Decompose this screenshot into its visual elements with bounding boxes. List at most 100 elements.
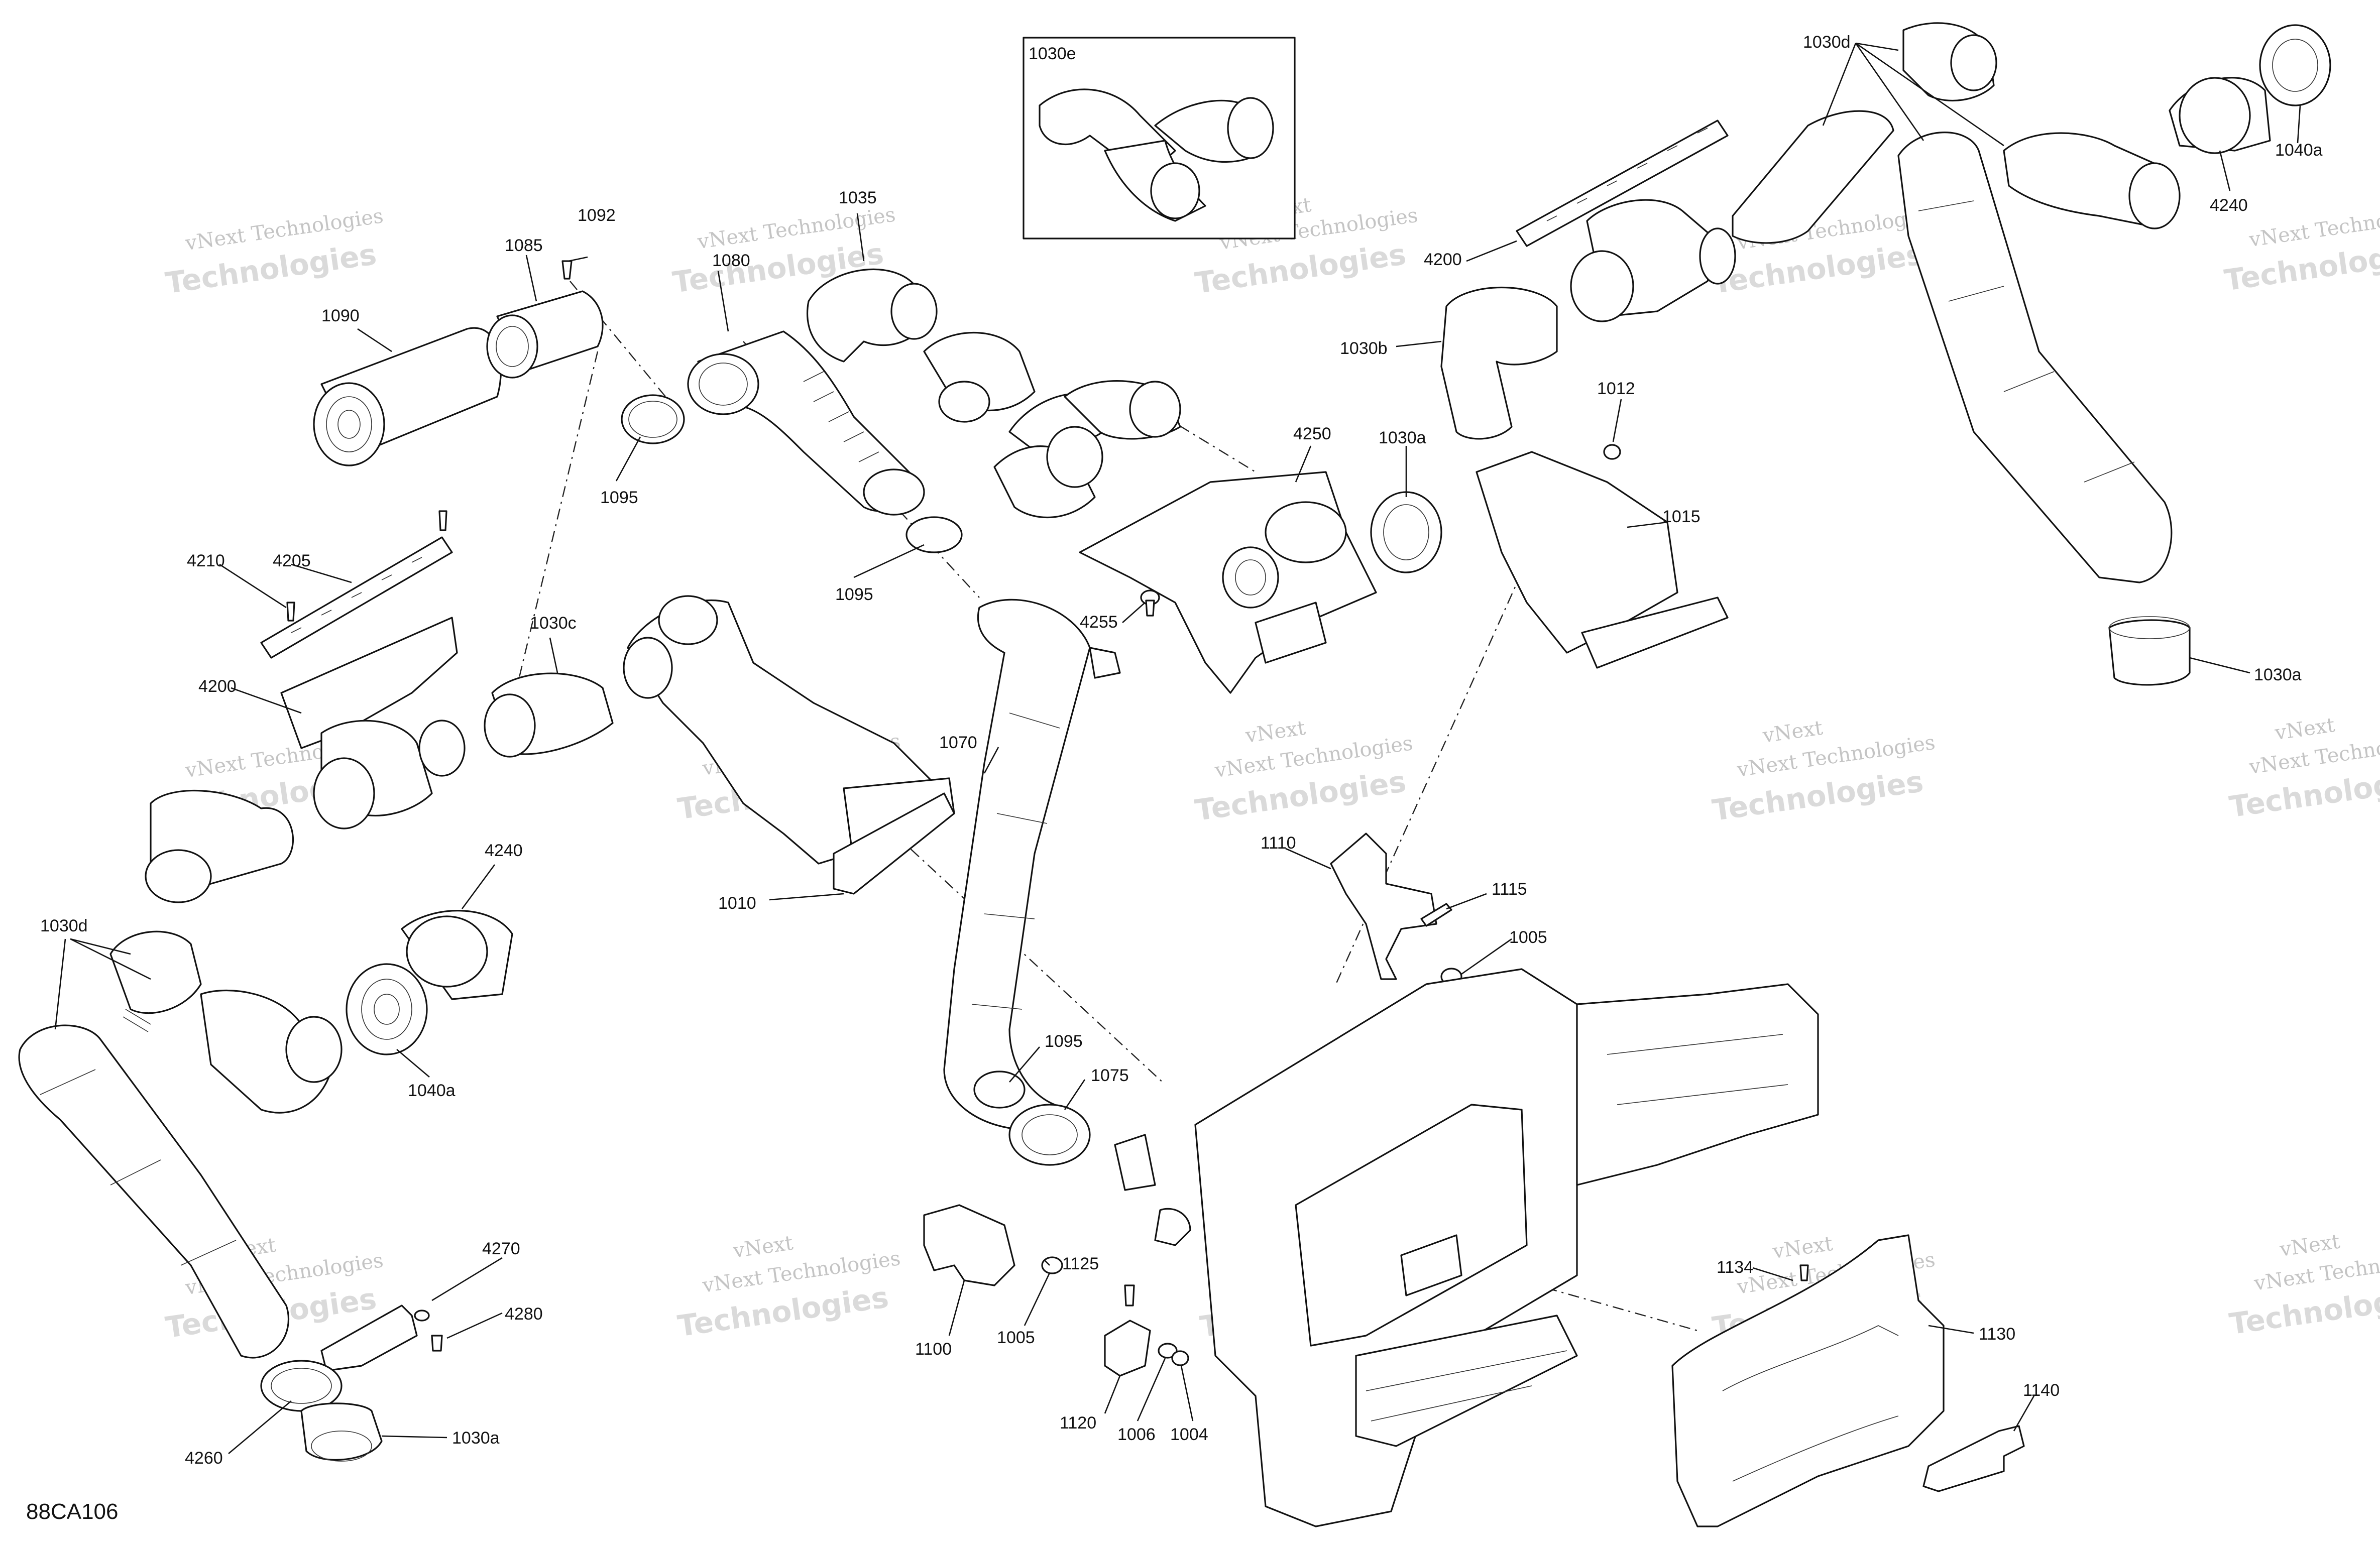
callout-1030c: 1030c [530, 614, 577, 633]
bracket-1120 [1104, 1284, 1151, 1377]
callout-1085: 1085 [505, 236, 543, 255]
nut-1012 [1603, 444, 1621, 460]
bracket-4205 [260, 536, 453, 659]
cap-1030a-right [2108, 616, 2191, 686]
nut-1125 [1041, 1256, 1063, 1274]
elbow-1030d-left [145, 789, 294, 903]
callout-1030b: 1030b [1340, 339, 1388, 358]
callout-4240: 4240 [485, 841, 523, 860]
callout-1075: 1075 [1091, 1066, 1129, 1085]
connector [1114, 1134, 1191, 1246]
callout-1015: 1015 [1662, 507, 1701, 526]
callout-1090: 1090 [321, 306, 360, 325]
cover-1130 [1671, 1234, 1945, 1527]
callout-1120: 1120 [1060, 1413, 1096, 1433]
washer-1006 [1158, 1343, 1178, 1359]
screw-1134 [1799, 1264, 1809, 1281]
callout-1095: 1095 [835, 585, 873, 604]
cap-1040a-right [2259, 24, 2331, 106]
callout-1140: 1140 [2023, 1381, 2060, 1400]
callout-1005: 1005 [997, 1328, 1035, 1347]
cap-4240-left [401, 910, 513, 1000]
leader-lines [54, 42, 2301, 1454]
callout-1115: 1115 [1492, 880, 1527, 899]
duct-1070 [943, 599, 1121, 1131]
watermark: Technologies vNext Technologies [2222, 201, 2380, 297]
svg-text:vNext: vNext [2278, 1230, 2341, 1261]
watermark: Technologies vNext Technologies vNext [675, 1231, 902, 1343]
washer-4280 [414, 1310, 443, 1352]
intake-tube-1080 [687, 330, 925, 516]
inset-1030e: 1030e [1023, 37, 1296, 240]
air-filter-1090 [313, 327, 502, 466]
clamp-1095-lower [973, 1071, 1026, 1109]
screw-4210 [286, 602, 295, 622]
housing-1010 [623, 595, 955, 895]
coupler-1075 [1008, 1104, 1091, 1166]
bracket-4200-right [1516, 120, 1729, 247]
airbox [1194, 968, 1819, 1527]
callout-1040a: 1040a [2275, 141, 2323, 160]
intake-duct-1085 [486, 290, 604, 379]
cap-4240-right [2169, 77, 2271, 154]
callout-1035: 1035 [839, 188, 877, 207]
elbows-1035 [806, 268, 1181, 519]
clamp-1095-top [621, 394, 685, 444]
screw-top-4205 [438, 510, 447, 531]
callout-1030d: 1030d [40, 916, 88, 935]
housing-4200-left [280, 617, 466, 829]
callout-1095: 1095 [600, 488, 638, 507]
callout-1030a: 1030a [1379, 428, 1426, 447]
inset-label: 1030e [1029, 44, 1076, 63]
cap-1030a-bottom [300, 1402, 383, 1462]
bracket-1110 [1330, 833, 1437, 980]
callout-4280: 4280 [505, 1304, 543, 1324]
callout-4200: 4200 [1424, 250, 1462, 269]
callout-1125: 1125 [1062, 1254, 1099, 1273]
callout-1092: 1092 [578, 206, 616, 225]
tee-1030d-right [2003, 132, 2181, 229]
callout-4240: 4240 [2210, 196, 2248, 215]
svg-text:vNext: vNext [1243, 717, 1307, 748]
callout-1040a: 1040a [408, 1081, 456, 1100]
callout-1130: 1130 [1979, 1325, 2015, 1344]
callout-1030a: 1030a [452, 1429, 500, 1448]
elbow-1030d-right [1902, 22, 1997, 101]
svg-text:vNext: vNext [2273, 714, 2336, 745]
callout-1012: 1012 [1597, 379, 1635, 398]
tee-1030d-left [109, 930, 343, 1114]
callout-4270: 4270 [482, 1239, 520, 1258]
callout-1004: 1004 [1170, 1425, 1208, 1444]
clamp-1095-mid [905, 516, 963, 553]
snorkel-1030d-left [18, 1024, 290, 1359]
housing-4200-right [1570, 199, 1736, 322]
bracket-1100 [923, 1204, 1015, 1286]
tube-1030d-right [1732, 110, 1894, 244]
snorkel-1030d-right [1897, 132, 2173, 583]
nut-1004 [1171, 1350, 1189, 1366]
diagram-code: 88CA106 [26, 1499, 118, 1524]
callout-4210: 4210 [187, 551, 225, 570]
cap-1040a-left [346, 963, 428, 1055]
watermark: Technologies vNext Technologies [163, 204, 385, 300]
watermark: Technologies vNext Technologies vNext [1193, 717, 1414, 828]
callout-4250: 4250 [1293, 424, 1331, 443]
callout-4200: 4200 [198, 677, 237, 696]
callout-1100: 1100 [915, 1340, 952, 1359]
callout-1134: 1134 [1717, 1258, 1753, 1277]
callout-1005: 1005 [1509, 928, 1547, 947]
watermark: Technologies vNext Technologies vNext [2227, 1230, 2380, 1342]
cap-1030a-mid [1370, 491, 1442, 573]
watermark: Technologies vNext Technologies vNext [1710, 717, 1937, 828]
callout-4255: 4255 [1080, 613, 1118, 632]
callout-1095: 1095 [1045, 1032, 1083, 1051]
svg-text:vNext: vNext [731, 1231, 795, 1262]
screw-1092 [561, 260, 573, 280]
panel-4250 [1079, 471, 1377, 694]
screw-4255 [1140, 589, 1160, 617]
housing-1015 [1476, 451, 1729, 669]
svg-text:vNext: vNext [1761, 717, 1824, 748]
duct-1030c [484, 672, 614, 758]
callout-1110: 1110 [1261, 834, 1296, 853]
